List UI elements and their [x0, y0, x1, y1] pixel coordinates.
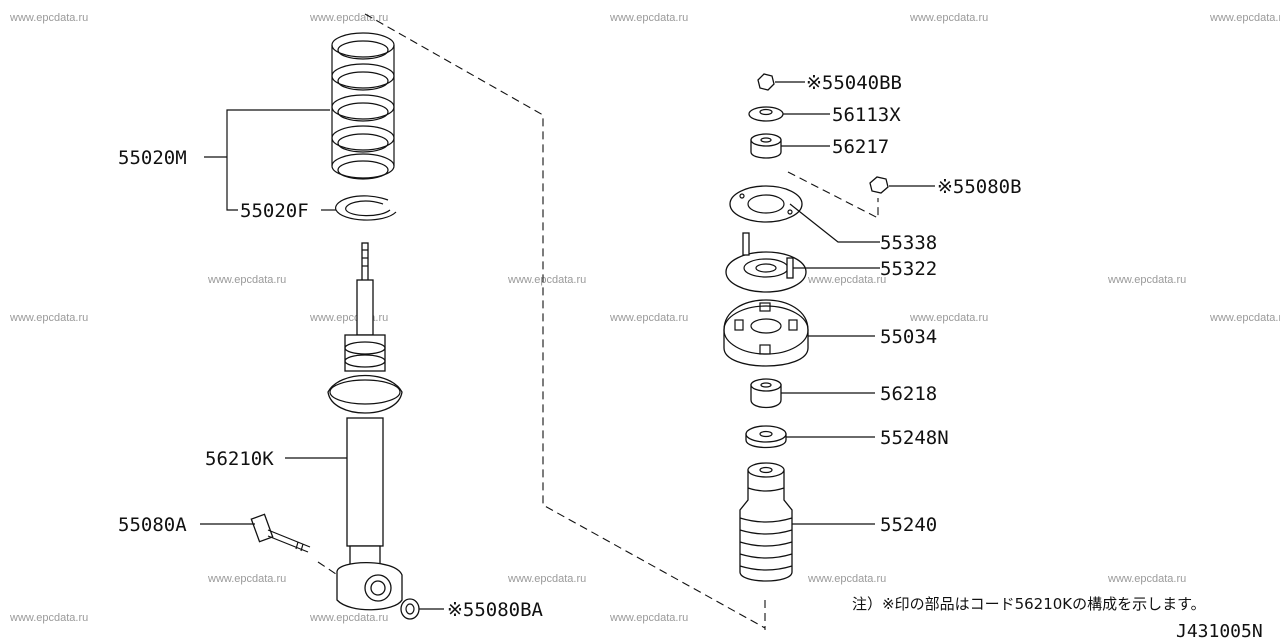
label-coil-spring: 55020M	[118, 147, 187, 169]
washer-lower-drawing	[745, 425, 787, 449]
label-mount-plate: 55338	[880, 232, 937, 254]
lower-nut-drawing	[400, 598, 420, 620]
bushing-lower-drawing	[750, 378, 782, 409]
washer-top-drawing	[748, 106, 784, 122]
label-shock-absorber: 56210K	[205, 448, 274, 470]
shock-absorber-drawing	[327, 242, 403, 611]
watermark: www.epcdata.ru	[1107, 274, 1186, 286]
watermark: www.epcdata.ru	[9, 312, 88, 324]
label-nut-top: ※55040BB	[806, 72, 902, 94]
bushing-upper-drawing	[750, 133, 782, 159]
watermark-layer: www.epcdata.ru www.epcdata.ru www.epcdat…	[9, 12, 1280, 624]
label-bushing-lower: 56218	[880, 383, 937, 405]
watermark: www.epcdata.ru	[909, 312, 988, 324]
watermark: www.epcdata.ru	[609, 612, 688, 624]
spring-seat-rubber-drawing	[723, 299, 809, 367]
watermark: www.epcdata.ru	[207, 573, 286, 585]
leader-lines	[200, 81, 935, 610]
watermark: www.epcdata.ru	[507, 573, 586, 585]
watermark: www.epcdata.ru	[609, 12, 688, 24]
label-bushing-upper: 56217	[832, 136, 889, 158]
label-washer-top: 56113X	[832, 104, 901, 126]
watermark: www.epcdata.ru	[807, 274, 886, 286]
watermark: www.epcdata.ru	[9, 612, 88, 624]
mount-plate-drawing	[729, 185, 803, 223]
watermark: www.epcdata.ru	[9, 12, 88, 24]
watermark: www.epcdata.ru	[909, 12, 988, 24]
watermark: www.epcdata.ru	[1107, 573, 1186, 585]
mount-insulator-drawing	[725, 232, 807, 293]
watermark: www.epcdata.ru	[207, 274, 286, 286]
watermark: www.epcdata.ru	[807, 573, 886, 585]
diagram-code: J431005N	[1176, 621, 1263, 640]
footnote: 注）※印の部品はコード56210Kの構成を示します。	[852, 595, 1206, 613]
label-bolt: 55080A	[118, 514, 187, 536]
watermark: www.epcdata.ru	[609, 312, 688, 324]
label-mount-insulator: 55322	[880, 258, 937, 280]
label-nut-lower: ※55080BA	[447, 599, 544, 621]
label-bound-bumper: 55240	[880, 514, 937, 536]
label-spring-seat: 55020F	[240, 200, 309, 222]
watermark: www.epcdata.ru	[507, 274, 586, 286]
label-spring-seat-rubber: 55034	[880, 326, 937, 348]
watermark: www.epcdata.ru	[309, 12, 388, 24]
watermark: www.epcdata.ru	[309, 612, 388, 624]
bound-bumper-drawing	[739, 462, 793, 582]
coil-spring-drawing	[331, 32, 395, 180]
bolt-drawing	[250, 513, 311, 553]
spring-seat-drawing	[335, 195, 397, 221]
label-nut-mount: ※55080B	[937, 176, 1022, 198]
nut-mount-drawing	[869, 176, 889, 194]
watermark: www.epcdata.ru	[1209, 312, 1280, 324]
nut-top-drawing	[757, 73, 775, 91]
watermark: www.epcdata.ru	[309, 312, 388, 324]
watermark: www.epcdata.ru	[1209, 12, 1280, 24]
label-washer-lower: 55248N	[880, 427, 949, 449]
